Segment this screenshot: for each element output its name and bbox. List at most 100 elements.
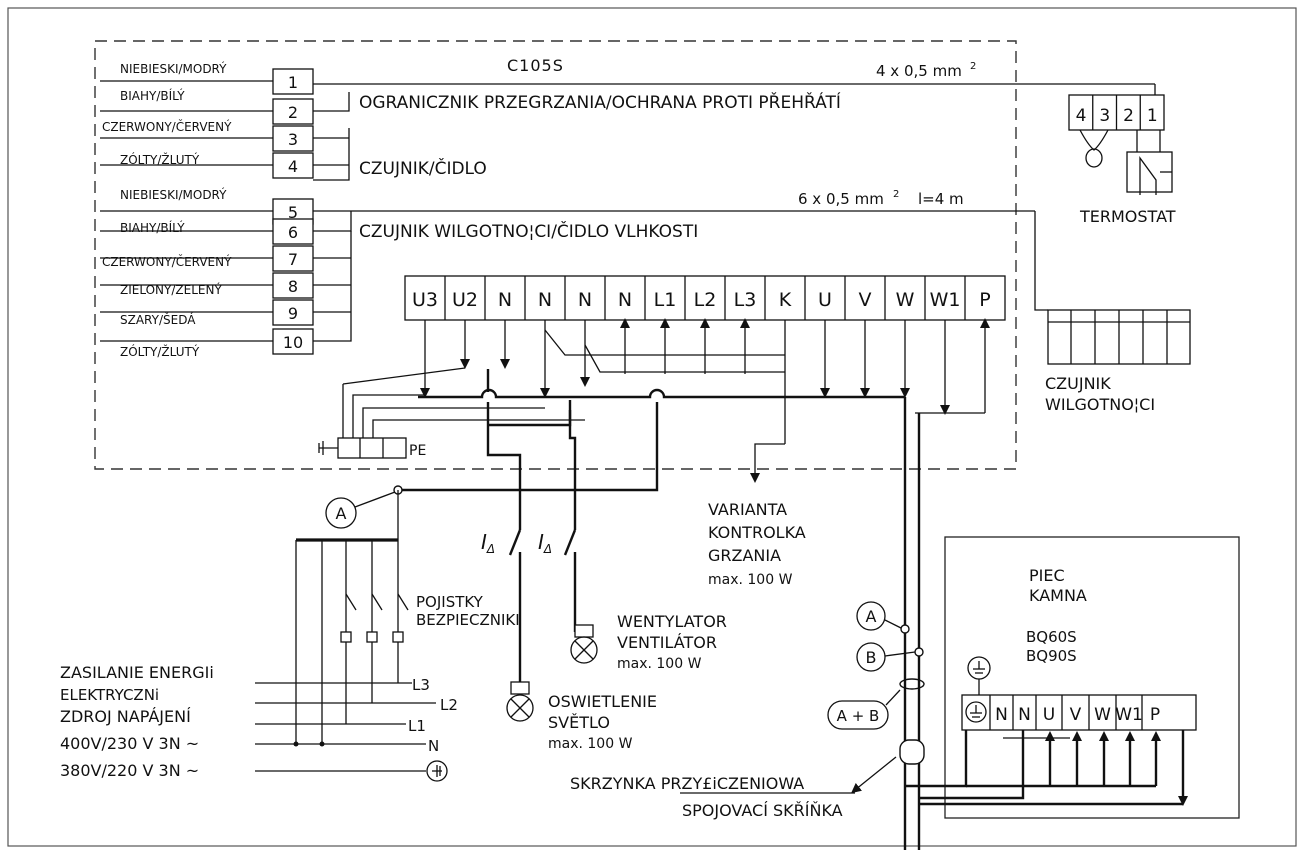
left-terminal-7: [272, 245, 314, 272]
terminal-label-n: N: [618, 289, 632, 311]
svg-text:GRZANIA: GRZANIA: [708, 546, 781, 565]
svg-text:400V/230 V 3N ~: 400V/230 V 3N ~: [60, 734, 199, 753]
svg-text:380V/220 V 3N ~: 380V/220 V 3N ~: [60, 761, 199, 780]
thermostat-terminal: 3: [1099, 106, 1110, 126]
terminal-label-l3: L3: [734, 289, 757, 311]
svg-text:BEZPIECZNIKI: BEZPIECZNIKI: [416, 611, 520, 629]
svg-text:6 x 0,5 mm: 6 x 0,5 mm: [798, 190, 884, 208]
rcd-switches: IΔ IΔ: [481, 529, 577, 685]
marker-a-supply: A: [325, 491, 396, 529]
stove-terminal: N: [995, 705, 1008, 725]
wire-color-label: ZÓLTY/ŽLUTÝ: [120, 152, 200, 167]
svg-text:SPOJOVACÍ SKŘÍŇKA: SPOJOVACÍ SKŘÍŇKA: [682, 801, 843, 820]
variant-heating-lamp: VARIANTA KONTROLKA GRZANIA max. 100 W: [708, 500, 806, 588]
phase-l3: L3: [412, 676, 430, 694]
left-terminal-number: 4: [288, 157, 298, 176]
pe-block: PE: [318, 437, 426, 459]
left-terminal-number: 2: [288, 103, 298, 122]
overheat-protection-label: OGRANICZNIK PRZEGRZANIA/OCHRANA PROTI PŘ…: [359, 91, 841, 113]
stove-terminal: P: [1150, 705, 1160, 725]
terminal-brackets: [313, 83, 1156, 342]
svg-text:ZASILANIE ENERGIi: ZASILANIE ENERGIi: [60, 663, 214, 682]
svg-text:max. 100 W: max. 100 W: [708, 572, 793, 588]
left-terminal-9: [272, 299, 314, 326]
controller-enclosure: C105S: [94, 40, 1017, 470]
left-terminal-number: 9: [288, 304, 298, 323]
stove-terminal: V: [1070, 705, 1082, 725]
left-terminal-number: 6: [288, 223, 298, 242]
phase-n: N: [428, 737, 439, 755]
svg-text:KAMNA: KAMNA: [1029, 586, 1087, 605]
humidity-sensor-label-1: CZUJNIK: [1045, 374, 1111, 393]
terminal-strip-body: [404, 275, 1006, 321]
pe-label: PE: [409, 443, 426, 459]
thermostat-terminal: 4: [1076, 106, 1087, 126]
svg-text:IΔ: IΔ: [538, 530, 552, 556]
svg-text:BQ90S: BQ90S: [1026, 647, 1077, 665]
svg-text:PIEC: PIEC: [1029, 566, 1065, 585]
svg-text:WENTYLATOR: WENTYLATOR: [617, 612, 727, 631]
terminal-label-w: W: [896, 289, 915, 311]
humidity-sensor-label-2: WILGOTNO¦CI: [1045, 395, 1155, 414]
svg-text:max. 100 W: max. 100 W: [617, 656, 702, 672]
svg-text:max. 100 W: max. 100 W: [548, 736, 633, 752]
svg-text:OSWIETLENIE: OSWIETLENIE: [548, 692, 657, 711]
svg-text:VARIANTA: VARIANTA: [708, 500, 787, 519]
stove-terminal: W1: [1115, 705, 1143, 725]
svg-text:VENTILÁTOR: VENTILÁTOR: [617, 633, 717, 652]
svg-text:4 x 0,5 mm: 4 x 0,5 mm: [876, 62, 962, 80]
svg-text:l=4 m: l=4 m: [918, 190, 964, 208]
phase-l2: L2: [440, 696, 458, 714]
thermostat-terminal: 2: [1123, 106, 1134, 126]
terminal-label-u2: U2: [452, 289, 478, 311]
sensor-label: CZUJNIK/ČIDLO: [359, 157, 487, 179]
stove-terminal: W: [1094, 705, 1111, 725]
svg-text:KONTROLKA: KONTROLKA: [708, 523, 806, 542]
svg-text:SVĚTLO: SVĚTLO: [548, 713, 610, 732]
wire-color-label: ZÓLTY/ŽLUTÝ: [120, 344, 200, 359]
left-terminal-number: 1: [288, 73, 298, 92]
left-terminal-1: [272, 68, 314, 95]
phase-l1: L1: [408, 717, 426, 735]
left-terminal-strip: 1NIEBIESKI/MODRÝ2BIAHY/BÍLÝ3CZERWONY/ČER…: [100, 61, 314, 359]
wire-color-label: BIAHY/BÍLÝ: [120, 220, 185, 235]
terminal-label-v: V: [859, 289, 872, 311]
wire-color-label: BIAHY/BÍLÝ: [120, 88, 185, 103]
thermostat-terminal: 1: [1147, 106, 1158, 126]
cable-4-spec: 4 x 0,5 mm 2: [876, 61, 976, 80]
svg-text:SKRZYNKA PRZY£iCZENIOWA: SKRZYNKA PRZY£iCZENIOWA: [570, 774, 804, 793]
wire-color-label: ZIELONY/ZELENÝ: [120, 282, 222, 297]
terminal-label-p: P: [979, 289, 990, 311]
supply-network: POJISTKY BEZPIECZNIKI L3 L2 L1 N: [255, 490, 520, 782]
svg-text:2: 2: [970, 61, 976, 72]
svg-text:A: A: [336, 504, 347, 523]
left-terminal-number: 5: [288, 203, 298, 222]
svg-text:2: 2: [893, 189, 899, 200]
svg-text:BQ60S: BQ60S: [1026, 628, 1077, 646]
left-terminal-number: 8: [288, 277, 298, 296]
outer-frame: [7, 7, 1297, 847]
svg-text:ELEKTRYCZNi: ELEKTRYCZNi: [60, 686, 159, 704]
cable-markers: A B A + B: [827, 601, 925, 794]
terminal-wiring: [342, 318, 990, 850]
terminal-label-u: U: [818, 289, 832, 311]
humidity-sensor: CZUJNIK WILGOTNO¦CI: [1045, 309, 1191, 414]
wire-color-label: NIEBIESKI/MODRÝ: [120, 187, 227, 202]
cable-6-spec: 6 x 0,5 mm 2 l=4 m: [798, 189, 964, 208]
terminal-label-u3: U3: [412, 289, 438, 311]
wire-color-label: NIEBIESKI/MODRÝ: [120, 61, 227, 76]
fan-lamp: WENTYLATOR VENTILÁTOR max. 100 W: [570, 612, 727, 672]
left-terminal-number: 7: [288, 250, 298, 269]
svg-text:IΔ: IΔ: [481, 530, 495, 556]
left-terminal-number: 10: [283, 333, 303, 352]
svg-text:A: A: [866, 607, 877, 626]
left-terminal-6: [272, 218, 314, 245]
svg-text:ZDROJ NAPÁJENÍ: ZDROJ NAPÁJENÍ: [60, 707, 191, 726]
svg-text:A + B: A + B: [837, 707, 880, 725]
terminal-label-l2: L2: [694, 289, 717, 311]
